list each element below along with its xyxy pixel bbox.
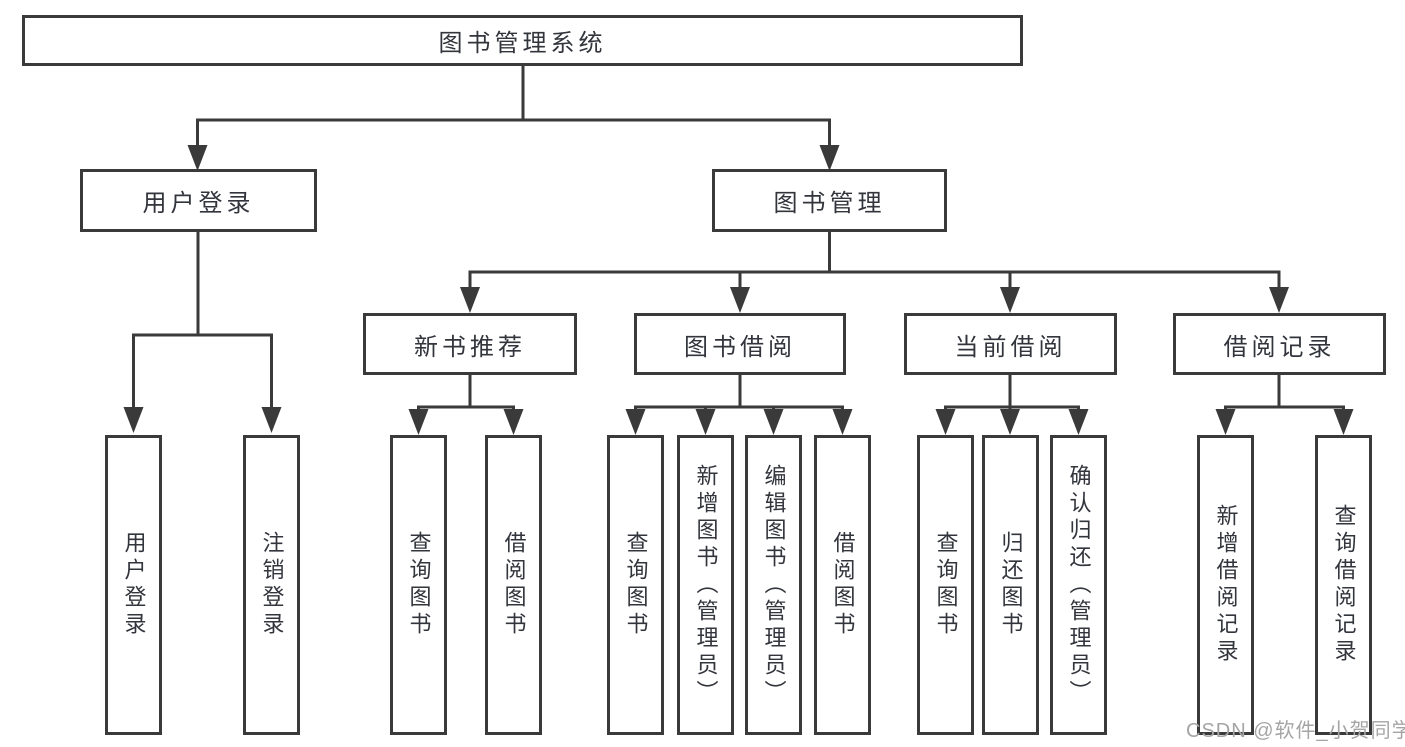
node-user-login: 用户登录: [80, 169, 317, 232]
leaf-label: 注销登录: [259, 531, 285, 639]
arrow-down-icons: [123, 145, 1354, 435]
leaf-label: 查询图书: [623, 531, 649, 639]
leaf-label: 借阅图书: [501, 531, 527, 639]
leaf-label: 归还图书: [998, 531, 1024, 639]
leaf-label: 查询图书: [933, 531, 959, 639]
leaf-query-books-recommend: 查询图书: [390, 435, 447, 735]
leaf-label: 查询图书: [406, 531, 432, 639]
leaf-query-books-borrow: 查询图书: [607, 435, 664, 735]
leaf-borrow-books: 借阅图书: [814, 435, 871, 735]
leaf-label: 查询借阅记录: [1331, 504, 1357, 666]
leaf-query-books-current: 查询图书: [917, 435, 974, 735]
node-label: 图书管理系统: [438, 30, 607, 57]
leaf-add-borrow-record: 新增借阅记录: [1197, 435, 1254, 735]
node-label: 图书管理: [773, 190, 886, 217]
leaf-label: 新增图书（管理员）: [693, 463, 719, 707]
node-book-borrowing: 图书借阅: [634, 313, 846, 375]
node-label: 当前借阅: [954, 333, 1067, 361]
csdn-watermark: CSDN @软件_小贺同学: [1186, 720, 1405, 742]
leaf-query-borrow-record: 查询借阅记录: [1315, 435, 1372, 735]
leaf-label: 新增借阅记录: [1213, 504, 1239, 666]
node-borrowing-records: 借阅记录: [1173, 313, 1386, 375]
leaf-user-login: 用户登录: [105, 435, 162, 735]
node-current-borrowing: 当前借阅: [904, 313, 1117, 375]
leaf-edit-book-admin: 编辑图书（管理员）: [745, 435, 802, 735]
node-library-management-system: 图书管理系统: [22, 15, 1023, 66]
leaf-borrow-books-recommend: 借阅图书: [485, 435, 542, 735]
leaf-return-book: 归还图书: [982, 435, 1039, 735]
leaf-label: 用户登录: [121, 531, 147, 639]
leaf-logout: 注销登录: [243, 435, 300, 735]
node-label: 用户登录: [142, 190, 255, 217]
leaf-add-book-admin: 新增图书（管理员）: [677, 435, 734, 735]
node-label: 新书推荐: [414, 333, 526, 361]
node-label: 借阅记录: [1223, 333, 1336, 361]
leaf-confirm-return-admin: 确认归还（管理员）: [1050, 435, 1107, 735]
node-new-book-recommend: 新书推荐: [363, 313, 577, 375]
leaf-label: 借阅图书: [830, 531, 856, 639]
node-label: 图书借阅: [684, 333, 796, 361]
leaf-label: 编辑图书（管理员）: [761, 463, 787, 707]
leaf-label: 确认归还（管理员）: [1066, 463, 1092, 707]
node-book-management: 图书管理: [712, 169, 947, 232]
